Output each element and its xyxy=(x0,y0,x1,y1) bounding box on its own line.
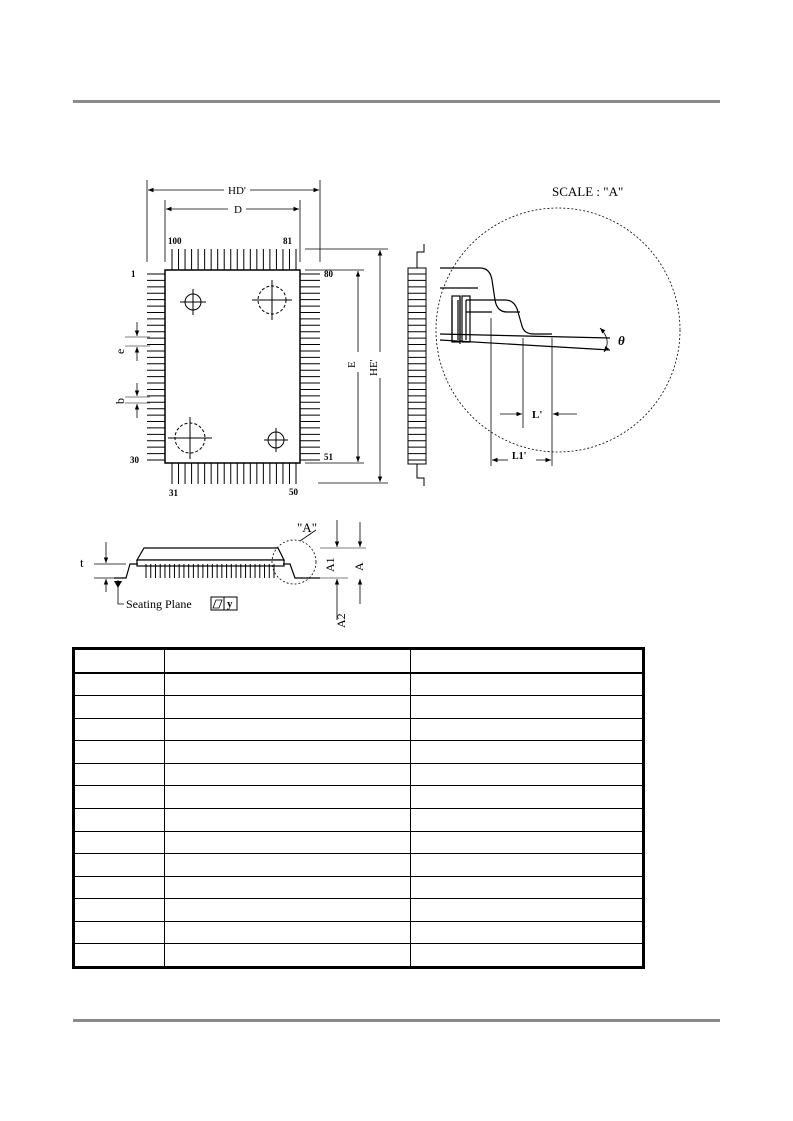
pin-label-100: 100 xyxy=(168,236,182,246)
pin-label-81: 81 xyxy=(283,236,293,246)
table-row xyxy=(74,762,643,787)
pin-label-51: 51 xyxy=(324,452,334,462)
table-cell xyxy=(410,672,643,697)
table-cell xyxy=(410,920,643,945)
ejector-mark-top-right xyxy=(252,280,292,320)
table-row xyxy=(74,672,643,697)
pin-label-50: 50 xyxy=(289,487,299,497)
table-row xyxy=(74,717,643,742)
table-cell xyxy=(74,672,165,697)
side-view: t Seating Plane y "A" A1 A2 A xyxy=(80,520,366,628)
bottom-pins xyxy=(171,463,297,484)
footer-rule xyxy=(73,1019,720,1022)
ejector-mark-bottom-right xyxy=(264,428,288,452)
table-cell xyxy=(74,717,165,742)
dim-t-label: t xyxy=(80,555,84,570)
table-cell xyxy=(74,648,165,674)
table-cell xyxy=(410,785,643,809)
table-cell xyxy=(164,830,411,855)
ejector-mark-top-left xyxy=(180,289,206,315)
table-cell xyxy=(74,898,165,922)
dim-hd-label: HD' xyxy=(228,185,246,197)
table-row xyxy=(74,695,643,719)
table-cell xyxy=(410,808,643,832)
dim-d-label: D xyxy=(234,204,242,216)
table-row xyxy=(74,943,643,967)
table-row xyxy=(74,648,643,674)
table-cell xyxy=(164,808,411,832)
dim-pitch-label: e xyxy=(113,349,127,354)
flatness-value-box xyxy=(223,596,238,611)
table-cell xyxy=(164,762,411,787)
table-row xyxy=(74,785,643,809)
detail-ref-label: "A" xyxy=(297,520,317,535)
detail-circle xyxy=(435,207,681,453)
table-row xyxy=(74,830,643,855)
table-cell xyxy=(74,875,165,900)
table-cell xyxy=(410,875,643,900)
pin-label-30: 30 xyxy=(130,455,140,465)
table-cell xyxy=(410,695,643,719)
seating-plane-label: Seating Plane xyxy=(126,597,192,611)
table-cell xyxy=(164,648,411,674)
header-rule xyxy=(73,100,720,103)
right-pins xyxy=(300,273,320,461)
table-row xyxy=(74,740,643,764)
table-cell xyxy=(74,853,165,877)
dim-e-label: E xyxy=(346,361,358,368)
top-view: HD' D E HE' e b 100 81 1 80 30 51 31 50 xyxy=(113,180,388,498)
table-cell xyxy=(74,740,165,764)
side-profile-view xyxy=(407,244,427,486)
table-cell xyxy=(164,875,411,900)
dim-a2-label: A2 xyxy=(334,613,348,628)
dim-lead-width-label: b xyxy=(113,398,127,404)
table-cell xyxy=(74,830,165,855)
table-cell xyxy=(74,762,165,787)
table-row xyxy=(74,920,643,945)
table-cell xyxy=(164,672,411,697)
table-cell xyxy=(410,898,643,922)
table-cell xyxy=(74,943,165,967)
ejector-mark-bottom-left xyxy=(168,417,212,459)
table-cell xyxy=(410,830,643,855)
detail-a-view: SCALE : "A" θ L' L1' xyxy=(435,184,681,466)
table-row xyxy=(74,898,643,922)
pin-label-1: 1 xyxy=(131,269,136,279)
package-outline-drawing: HD' D E HE' e b 100 81 1 80 30 51 31 50 xyxy=(80,180,681,628)
table-row xyxy=(74,875,643,900)
dim-l-label: L' xyxy=(532,409,542,421)
table-row xyxy=(74,853,643,877)
table-cell xyxy=(74,695,165,719)
table-cell xyxy=(164,920,411,945)
table-row xyxy=(74,808,643,832)
dim-a-label: A xyxy=(352,562,366,571)
detail-scale-label: SCALE : "A" xyxy=(552,184,623,199)
table-cell xyxy=(410,853,643,877)
left-pins xyxy=(147,273,165,461)
table-cell xyxy=(410,943,643,967)
dimension-table xyxy=(72,647,645,969)
table-cell xyxy=(74,785,165,809)
table-cell xyxy=(164,898,411,922)
table-cell xyxy=(74,920,165,945)
table-cell xyxy=(410,740,643,764)
table-cell xyxy=(164,740,411,764)
dim-l1-label: L1' xyxy=(512,451,527,462)
table-cell xyxy=(164,717,411,742)
table-cell xyxy=(164,695,411,719)
table-cell xyxy=(164,943,411,967)
top-pins xyxy=(171,249,297,270)
table-cell xyxy=(410,648,643,674)
flatness-value: y xyxy=(227,598,233,610)
table-cell xyxy=(164,853,411,877)
pin-label-80: 80 xyxy=(324,269,334,279)
dim-a1-label: A1 xyxy=(323,557,337,572)
table-cell xyxy=(74,808,165,832)
pin-label-31: 31 xyxy=(169,488,179,498)
dim-he-label: HE' xyxy=(368,359,380,376)
table-cell xyxy=(164,785,411,809)
table-cell xyxy=(410,762,643,787)
angle-label: θ xyxy=(618,333,625,348)
table-cell xyxy=(410,717,643,742)
